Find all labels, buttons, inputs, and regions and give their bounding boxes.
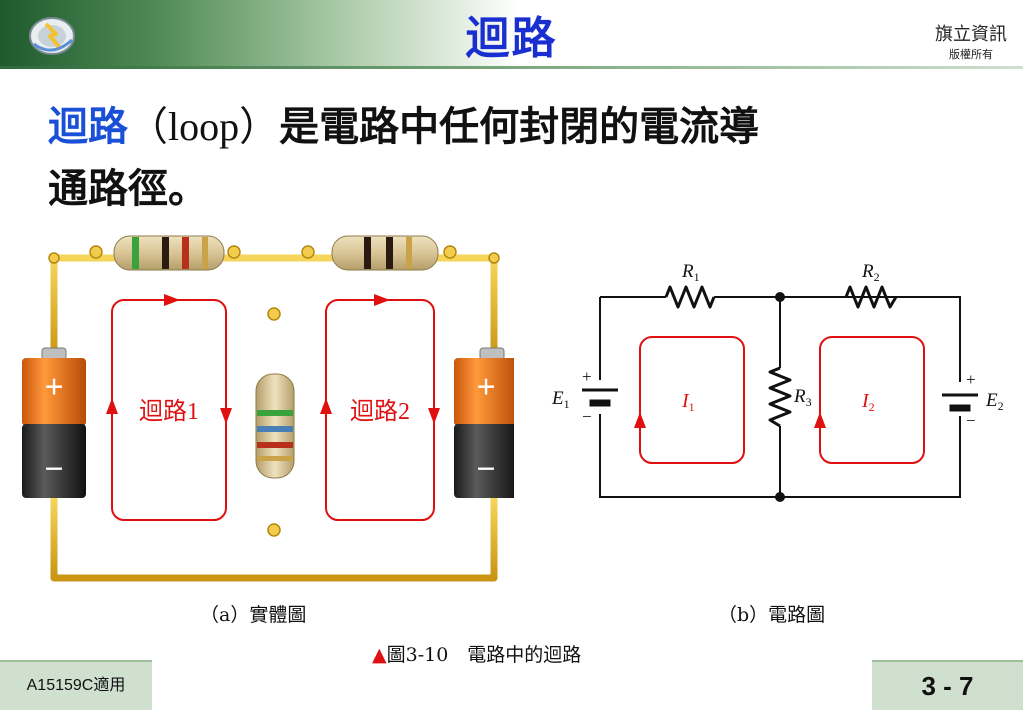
- definition-text: 迴路（loop）是電路中任何封閉的電流導 通路徑。: [48, 96, 998, 220]
- mesh-loop-i1: [639, 336, 745, 464]
- label-e2: E2: [985, 390, 1004, 413]
- header-band: [0, 0, 520, 68]
- figure-caption: ▲圖3-10 電路中的迴路: [372, 640, 581, 667]
- loop-2-label: 迴路2: [350, 398, 410, 425]
- node-bottom: [775, 492, 785, 502]
- loop-1-label: 迴路1: [139, 398, 199, 425]
- loop-2-arrow-right: [428, 408, 440, 424]
- caption-schematic: （b）電路圖: [718, 604, 826, 626]
- resistor-r3-symbol: [768, 366, 792, 428]
- e2-minus-sign: −: [966, 411, 976, 430]
- loop-term: （loop）: [128, 104, 280, 149]
- label-e1: E1: [551, 388, 570, 411]
- physical-circuit-diagram: + − + − 迴路1 迴路2: [22, 235, 514, 582]
- e1-minus-sign: −: [582, 407, 592, 426]
- definition-line2: 通路徑。: [48, 165, 208, 212]
- battery-right: + −: [454, 347, 514, 498]
- footer-page-number: 3 - 7: [872, 660, 1023, 710]
- battery-right-plus: +: [476, 369, 495, 406]
- mesh-i1-arrow: [634, 412, 646, 428]
- resistor-middle: [255, 373, 295, 479]
- label-i2: I2: [861, 390, 875, 414]
- resistor-top-left: [113, 235, 225, 271]
- mesh-i2-arrow: [814, 412, 826, 428]
- schematic-diagram: R1 R2 R3 E1 E2 + − + − I1 I2: [551, 261, 1004, 502]
- battery-e1-symbol: [582, 388, 618, 407]
- loop-1-arrow-left: [106, 398, 118, 414]
- keyword-loop: 迴路: [48, 103, 128, 150]
- footer-course-code: A15159C適用: [0, 660, 152, 710]
- resistor-r1-symbol: [664, 285, 716, 309]
- publisher-rights: 版權所有: [949, 48, 993, 61]
- definition-line1: 是電路中任何封閉的電流導: [279, 103, 760, 150]
- label-r3: R3: [793, 386, 812, 409]
- loop-2-arrow-top: [374, 294, 390, 306]
- battery-left: + −: [22, 347, 86, 498]
- battery-right-minus: −: [476, 451, 495, 488]
- mesh-loop-i2: [819, 336, 925, 464]
- publisher-block: 旗立資訊 版權所有: [935, 20, 1007, 62]
- logo-icon: [29, 17, 75, 55]
- e1-plus-sign: +: [582, 367, 592, 386]
- resistor-r2-symbol: [844, 285, 898, 309]
- resistor-top-right: [331, 235, 439, 271]
- label-r2: R2: [861, 261, 880, 284]
- label-r1: R1: [681, 261, 700, 284]
- schematic-wires: [599, 296, 961, 498]
- caption-physical: （a）實體圖: [200, 604, 307, 626]
- e2-plus-sign: +: [966, 370, 976, 389]
- battery-e2-symbol: [942, 393, 978, 412]
- header-divider: [0, 66, 1023, 69]
- wire-joints: [48, 245, 500, 537]
- battery-left-plus: +: [44, 369, 63, 406]
- figure-caption-text: 圖3-10 電路中的迴路: [386, 644, 582, 666]
- page-title: 迴路: [465, 13, 558, 64]
- node-top: [775, 292, 785, 302]
- publisher-name: 旗立資訊: [935, 24, 1007, 45]
- loop-1-arrow-right: [220, 408, 232, 424]
- loop-2-arrow-left: [320, 398, 332, 414]
- battery-left-minus: −: [44, 451, 63, 488]
- figure-marker-icon: ▲: [372, 644, 387, 666]
- loop-1-arrow-top: [164, 294, 180, 306]
- label-i1: I1: [681, 390, 695, 414]
